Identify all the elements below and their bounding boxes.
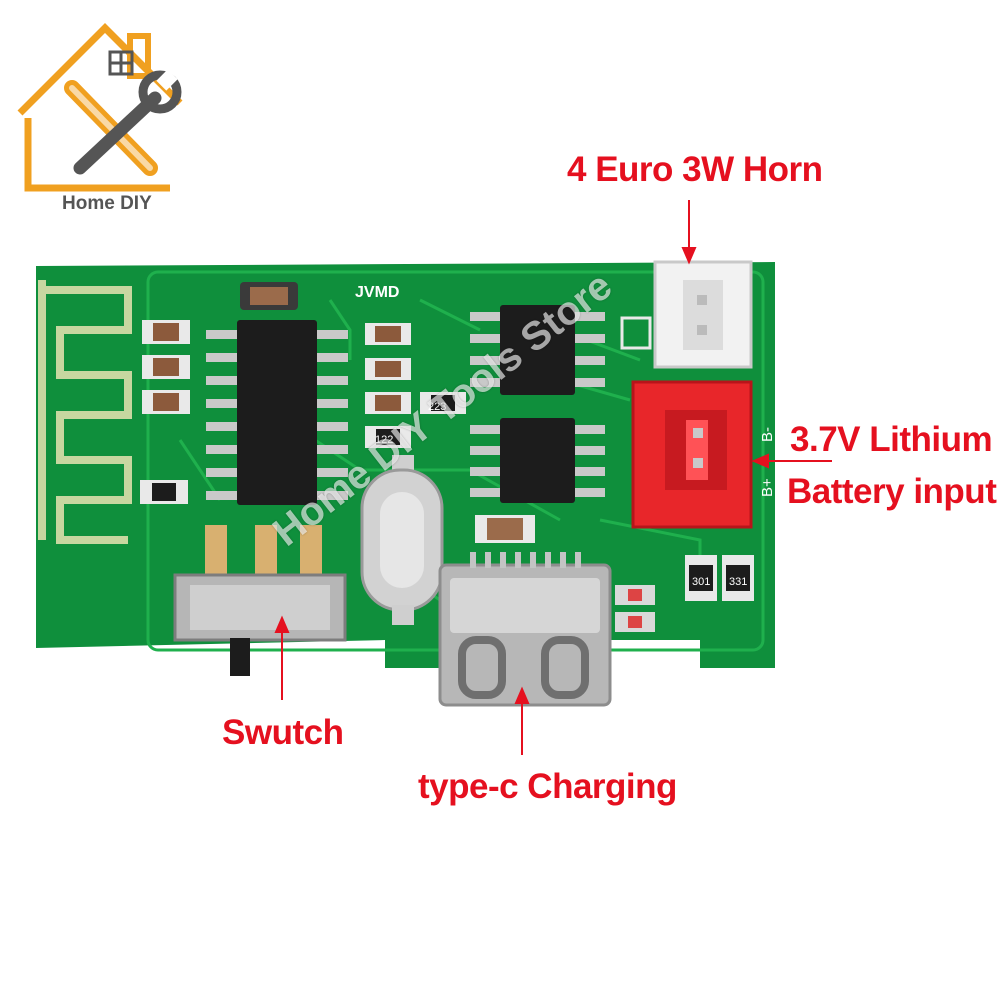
silkscreen-301: 301 — [692, 576, 710, 588]
callout-arrows — [274, 200, 832, 755]
silkscreen-122: 122 — [375, 434, 393, 446]
amplifier-chip-1 — [470, 305, 605, 395]
horn-callout-label: 4 Euro 3W Horn — [567, 150, 823, 189]
speaker-connector — [653, 260, 753, 369]
silkscreen-b-minus: B- — [759, 427, 776, 442]
crystal-oscillator — [360, 455, 444, 625]
battery-callout-line2: Battery input — [787, 472, 997, 511]
amplifier-chip-2 — [470, 418, 605, 503]
antenna-trace — [38, 280, 132, 544]
silkscreen-331: 331 — [729, 576, 747, 588]
silkscreen-b-plus: B+ — [759, 478, 776, 497]
silkscreen-223: 223 — [428, 401, 446, 413]
battery-connector — [631, 380, 753, 529]
main-ic-chip — [206, 320, 348, 505]
charging-callout-label: type-c Charging — [418, 767, 677, 806]
smd-components — [140, 282, 754, 632]
house-wrench-screwdriver-logo-icon — [17, 23, 183, 192]
switch-callout-label: Swutch — [222, 713, 344, 752]
pcb-mark-text: JVMD — [355, 284, 399, 301]
slide-switch — [173, 525, 347, 676]
battery-callout-line1: 3.7V Lithium — [790, 420, 993, 459]
usb-type-c-port — [438, 552, 612, 707]
brand-name: Home DIY — [62, 193, 152, 214]
